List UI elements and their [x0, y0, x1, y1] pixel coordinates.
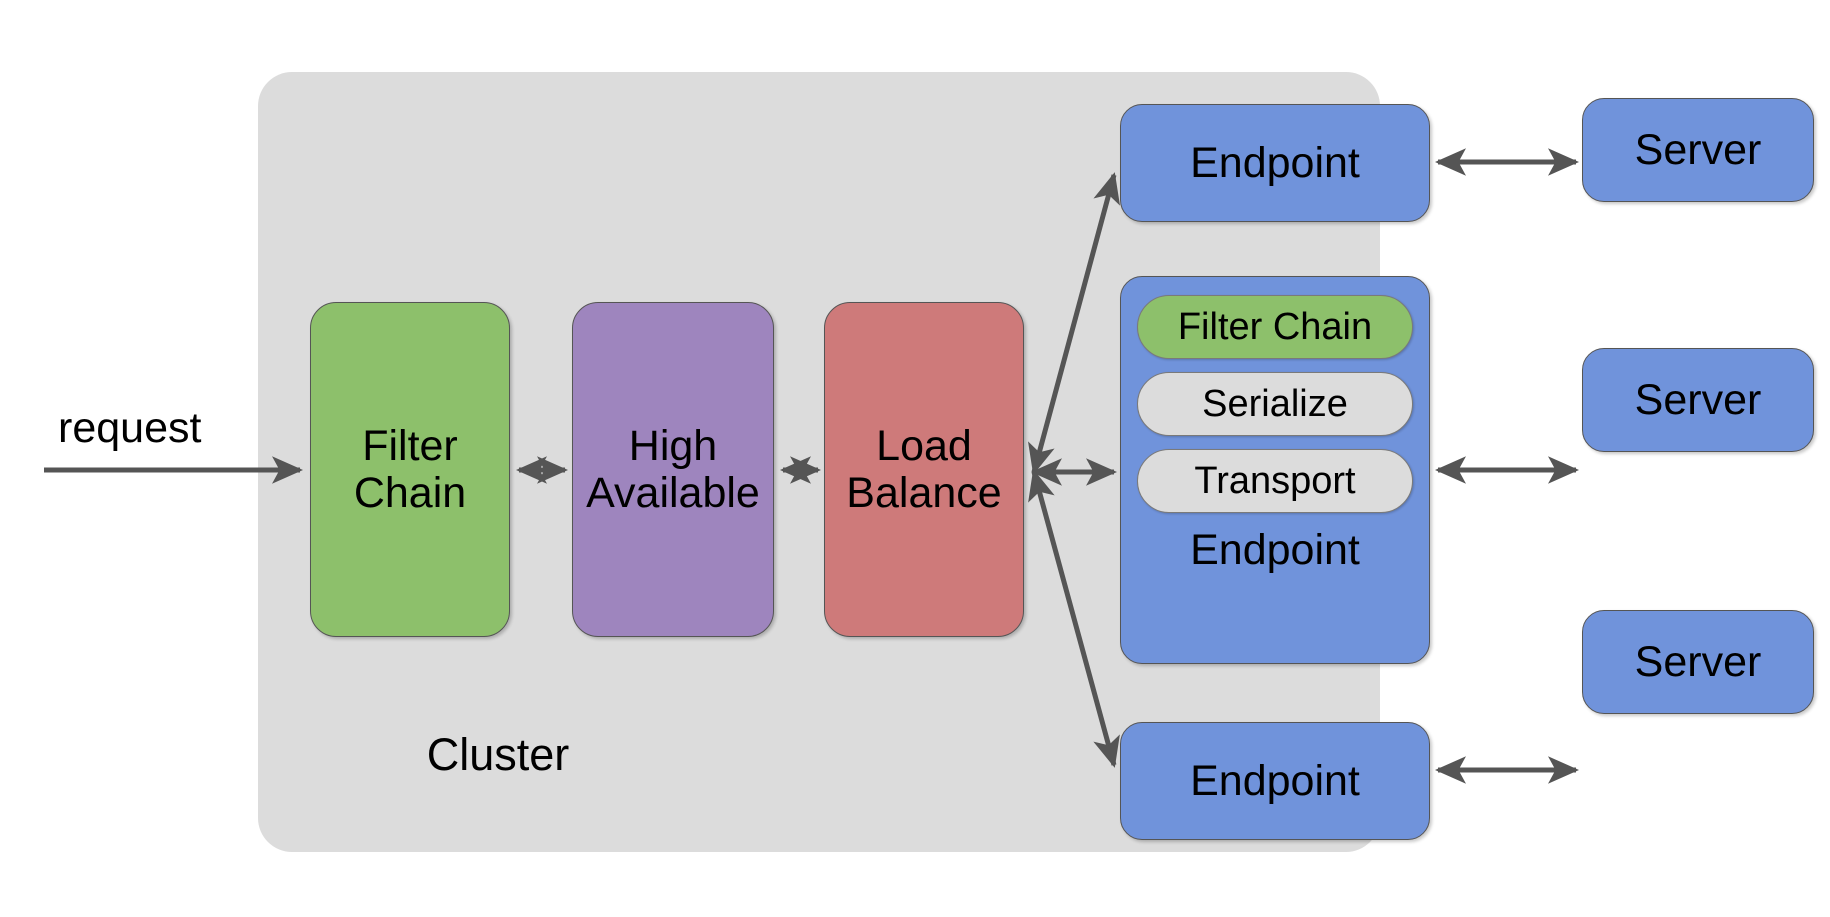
node-server-middle[interactable]: Server: [1582, 348, 1814, 452]
endpoint-layer-filter-chain-label: Filter Chain: [1177, 305, 1373, 348]
node-filter-chain[interactable]: Filter Chain: [310, 302, 510, 637]
endpoint-layer-serialize-label: Serialize: [1202, 382, 1348, 425]
node-endpoint-bottom[interactable]: Endpoint: [1120, 722, 1430, 840]
request-label: request: [58, 404, 202, 452]
node-high-available[interactable]: High Available: [572, 302, 774, 637]
endpoint-layer-transport[interactable]: Transport: [1137, 449, 1413, 513]
endpoint-layer-filter-chain[interactable]: Filter Chain: [1137, 295, 1413, 359]
node-server-bottom[interactable]: Server: [1582, 610, 1814, 714]
node-load-balance[interactable]: Load Balance: [824, 302, 1024, 637]
node-server-middle-label: Server: [1634, 375, 1762, 424]
node-filter-chain-label: Filter Chain: [353, 422, 467, 517]
cluster-label: Cluster: [426, 729, 570, 780]
node-endpoint-top-label: Endpoint: [1190, 138, 1360, 187]
node-server-top-label: Server: [1634, 125, 1762, 174]
node-endpoint-middle-label: Endpoint: [1190, 526, 1360, 574]
node-high-available-label: High Available: [586, 422, 760, 517]
endpoint-layer-transport-label: Transport: [1194, 459, 1356, 502]
node-endpoint-top[interactable]: Endpoint: [1120, 104, 1430, 222]
endpoint-layer-serialize[interactable]: Serialize: [1137, 372, 1413, 436]
node-endpoint-middle[interactable]: Filter Chain Serialize Transport Endpoin…: [1120, 276, 1430, 664]
node-server-bottom-label: Server: [1634, 637, 1762, 686]
node-server-top[interactable]: Server: [1582, 98, 1814, 202]
node-endpoint-bottom-label: Endpoint: [1190, 756, 1360, 805]
node-load-balance-label: Load Balance: [846, 422, 1002, 517]
